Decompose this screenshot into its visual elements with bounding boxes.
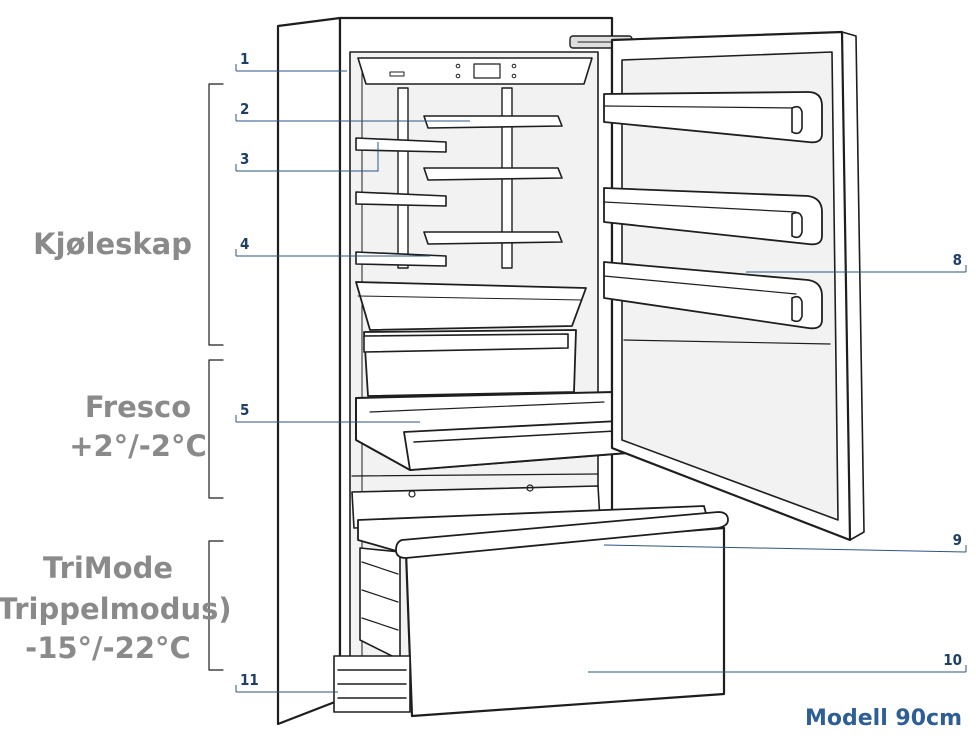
- callout-11: 11: [240, 671, 259, 689]
- callout-numbers: 1 2 3 4 5 8 9 10 11: [240, 50, 962, 689]
- callout-4: 4: [240, 235, 249, 253]
- callout-10: 10: [943, 651, 962, 669]
- door: [603, 30, 865, 542]
- zone-label-fresco-temp: +2°/-2°C: [69, 429, 207, 463]
- bracket-refrigerator: [208, 83, 224, 346]
- model-label: Modell 90cm: [805, 706, 962, 731]
- callout-9: 9: [953, 531, 962, 549]
- callout-3: 3: [240, 150, 249, 168]
- callout-2: 2: [240, 100, 249, 118]
- lead-9: [603, 544, 967, 553]
- zone-label-refrigerator: Kjøleskap: [33, 227, 192, 261]
- bracket-trimode: [208, 540, 224, 671]
- zone-label-trimode-sub: (Trippelmodus): [0, 592, 232, 626]
- lead-3: [236, 142, 379, 172]
- bracket-fresco: [208, 359, 224, 499]
- zone-fresco: Fresco +2°/-2°C: [69, 359, 224, 499]
- trimode-drawer: [333, 484, 729, 718]
- zone-label-trimode: TriMode: [43, 551, 173, 585]
- zone-label-trimode-temp: -15°/-22°C: [25, 631, 191, 665]
- zone-refrigerator: Kjøleskap: [33, 83, 224, 346]
- callout-1: 1: [240, 50, 249, 68]
- callout-8: 8: [953, 251, 962, 269]
- callout-leads: [235, 64, 967, 693]
- callout-5: 5: [240, 401, 249, 419]
- zone-label-fresco: Fresco: [85, 390, 191, 424]
- zone-trimode: TriMode (Trippelmodus) -15°/-22°C: [0, 540, 232, 671]
